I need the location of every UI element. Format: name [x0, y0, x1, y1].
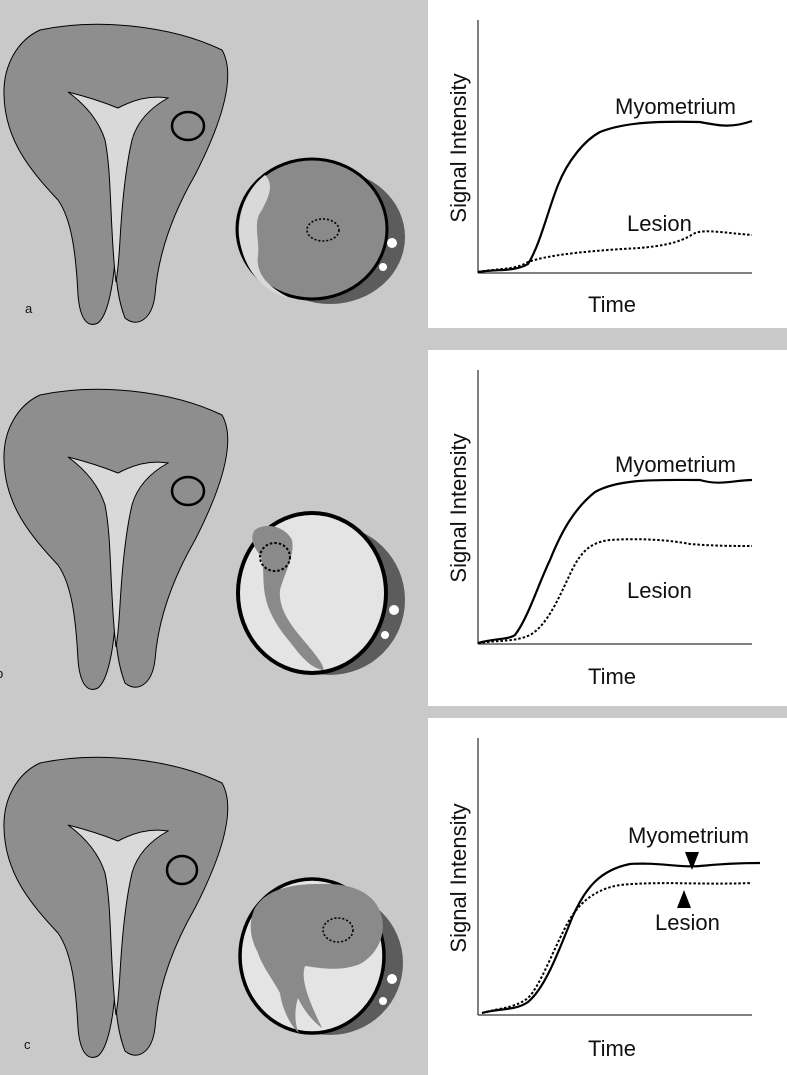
graph-background — [428, 0, 787, 328]
vessel-dot — [387, 974, 397, 984]
myometrium-curve — [477, 478, 753, 645]
panel-letter: c — [24, 1037, 31, 1052]
lesion-tissue-strip — [252, 525, 324, 670]
vessel-dot — [379, 263, 387, 271]
y-axis-label: Signal Intensity — [446, 803, 471, 952]
uterine-cavity — [67, 456, 170, 648]
y-axis-label: Signal Intensity — [446, 73, 471, 222]
panel-b: b Signal Intensity Time Myometrium Lesio… — [0, 350, 787, 706]
lesion-tissue-mass — [250, 883, 383, 1034]
panel-a: a Signal Intensity Time Myometrium Lesio… — [3, 0, 787, 328]
region-of-interest-circle — [170, 110, 206, 142]
myometrium-label: Myometrium — [615, 452, 736, 477]
pellet-diagram — [236, 511, 405, 675]
signal-intensity-graph: Signal Intensity Time Myometrium Lesion — [428, 0, 787, 328]
myometrium-curve — [477, 119, 753, 274]
graph-background — [428, 718, 787, 1075]
uterus-diagram — [3, 756, 229, 1058]
uterine-cavity — [67, 91, 170, 283]
pellet-diagram — [238, 877, 403, 1035]
panel-letter: a — [25, 301, 33, 316]
myometrium-label: Myometrium — [628, 823, 749, 848]
uterus-diagram — [3, 388, 229, 690]
lesion-dotted-circle — [322, 917, 354, 943]
lesion-curve — [477, 230, 753, 273]
lesion-dotted-circle — [306, 218, 340, 242]
lesion-curve — [477, 538, 753, 644]
graph-background — [428, 350, 787, 706]
lesion-label: Lesion — [655, 910, 720, 935]
myometrium-curve — [481, 861, 761, 1015]
pellet-disc — [235, 157, 389, 301]
vessel-dot — [379, 997, 387, 1005]
region-of-interest-circle — [165, 854, 199, 886]
y-axis-label: Signal Intensity — [446, 433, 471, 582]
vessel-dot — [389, 605, 399, 615]
signal-intensity-graph: Signal Intensity Time Myometrium Lesion — [428, 350, 787, 706]
pellet-light-region — [238, 175, 290, 298]
lesion-label: Lesion — [627, 211, 692, 236]
region-of-interest-circle — [170, 475, 206, 507]
x-axis-label: Time — [588, 1036, 636, 1061]
vessel-dot — [381, 631, 389, 639]
arrowhead-down-icon — [685, 852, 699, 870]
panel-c: c Signal Intensity Time Myometrium Lesio… — [3, 718, 787, 1075]
lesion-curve — [481, 882, 753, 1014]
signal-intensity-graph: Signal Intensity Time Myometrium Lesion — [428, 718, 787, 1075]
lesion-label: Lesion — [627, 578, 692, 603]
lesion-dotted-circle — [259, 542, 291, 572]
arrowhead-up-icon — [677, 890, 691, 908]
x-axis-label: Time — [588, 292, 636, 317]
panel-letter: b — [0, 666, 3, 681]
uterus-diagram — [3, 23, 229, 325]
uterine-cavity — [67, 824, 170, 1016]
pellet-diagram — [235, 157, 405, 304]
x-axis-label: Time — [588, 664, 636, 689]
vessel-dot — [387, 238, 397, 248]
myometrium-label: Myometrium — [615, 94, 736, 119]
